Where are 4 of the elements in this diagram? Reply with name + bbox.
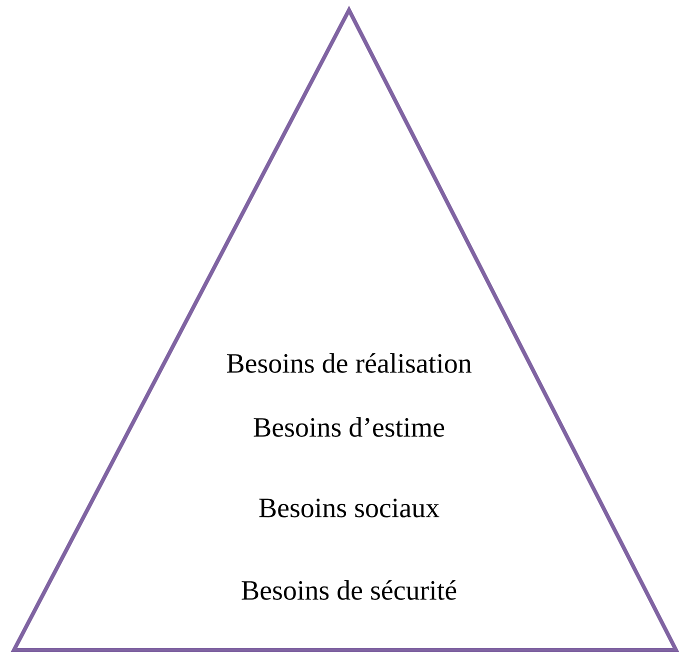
level-label: Besoins d’estime — [254, 417, 444, 437]
level-label: Besoins sociaux — [259, 498, 440, 518]
level-label: Besoins de sécurité — [242, 580, 456, 600]
level-label: Besoins de réalisation — [226, 353, 472, 373]
